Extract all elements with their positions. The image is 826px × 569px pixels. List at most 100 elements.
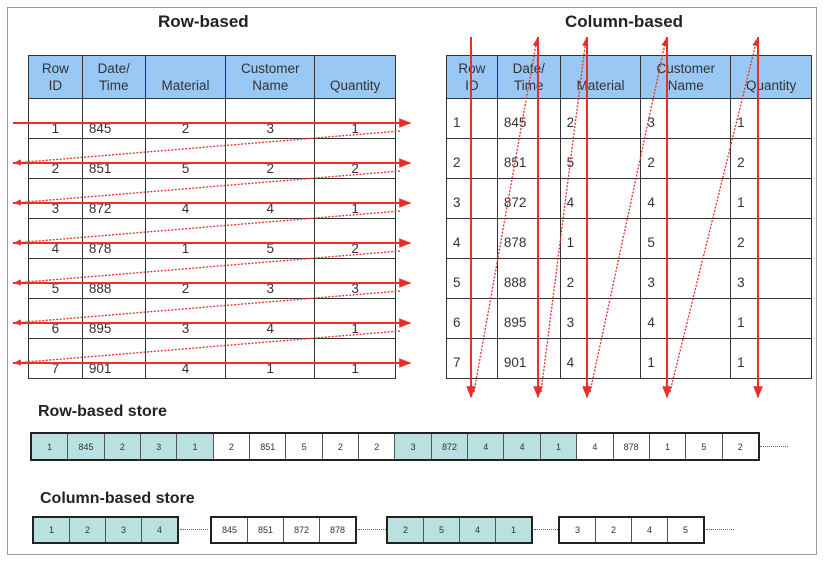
table-cell: 851: [81, 138, 146, 179]
row-store-cell: 4: [504, 434, 541, 459]
table-cell: 7: [28, 338, 83, 379]
column-header: Row ID: [28, 55, 83, 99]
table-cell: 6: [28, 298, 83, 339]
table-cell: 888: [81, 258, 146, 299]
column-store-cell: 2: [596, 518, 632, 542]
row-store-cell: 1: [32, 434, 69, 459]
table-cell: 3: [314, 258, 396, 299]
column-store-cell: 1: [34, 518, 70, 542]
table-cell: 2: [314, 218, 396, 259]
column-store-cell: 4: [632, 518, 668, 542]
table-cell: 901: [81, 338, 146, 379]
column-store-cell: 845: [212, 518, 248, 542]
column-store-cell: 5: [424, 518, 460, 542]
table-cell: 851: [496, 138, 561, 179]
table-cell: 5: [640, 218, 732, 259]
table-cell: 2: [314, 138, 396, 179]
table-cell: 878: [496, 218, 561, 259]
continuation-dots: [358, 529, 386, 530]
row-store-cell: 1: [540, 434, 578, 459]
table-cell: 5: [446, 258, 498, 299]
table-cell: 1: [314, 298, 396, 339]
table-cell: 1: [559, 218, 642, 259]
column-store-cell: 4: [460, 518, 496, 542]
table-cell: 2: [225, 138, 316, 179]
table-cell: 901: [496, 338, 561, 379]
diagram-frame: [7, 7, 817, 555]
table-cell: 3: [144, 298, 227, 339]
row-store-cell: 4: [577, 434, 614, 459]
table-cell: 2: [730, 218, 812, 259]
column-store-cell: 1: [496, 518, 531, 542]
table-cell: 2: [640, 138, 732, 179]
table-cell: 878: [81, 218, 146, 259]
column-header: Row ID: [446, 55, 498, 99]
column-store-title: Column-based store: [40, 490, 195, 507]
column-store-cell: 4: [142, 518, 177, 542]
table-cell: 3: [28, 178, 83, 219]
table-cell: 1: [730, 298, 812, 339]
table-cell: 872: [81, 178, 146, 219]
table-cell: 4: [446, 218, 498, 259]
table-cell: 845: [496, 98, 561, 139]
row-store-cell: 851: [250, 434, 287, 459]
table-cell: 6: [446, 298, 498, 339]
row-store-cell: 845: [68, 434, 105, 459]
table-cell: 4: [144, 178, 227, 219]
row-based-title: Row-based: [158, 12, 249, 31]
table-cell: 2: [559, 98, 642, 139]
table-cell: 895: [81, 298, 146, 339]
row-store-cell: 2: [104, 434, 142, 459]
row-store-cell: 5: [286, 434, 323, 459]
column-header: Material: [559, 55, 642, 99]
continuation-dots: [706, 529, 734, 530]
table-cell: 1: [314, 178, 396, 219]
table-cell: 4: [225, 298, 316, 339]
table-cell: 3: [559, 298, 642, 339]
column-store-cell: 872: [284, 518, 320, 542]
column-store-cell: 878: [320, 518, 355, 542]
table-cell: 3: [225, 258, 316, 299]
table-cell: 3: [640, 98, 732, 139]
column-header: Date/ Time: [81, 55, 146, 99]
table-cell: 4: [225, 178, 316, 219]
row-store-cell: 878: [613, 434, 650, 459]
column-store-cell: 3: [560, 518, 596, 542]
table-cell: 5: [144, 138, 227, 179]
row-store-cell: 2: [322, 434, 360, 459]
table-cell: 2: [28, 138, 83, 179]
table-cell: 1: [314, 338, 396, 379]
row-store-cell: 2: [359, 434, 396, 459]
table-cell: 4: [559, 178, 642, 219]
row-store-cell: 2: [722, 434, 758, 459]
row-store-cell: 1: [649, 434, 687, 459]
table-cell: 4: [559, 338, 642, 379]
column-header: Customer Name: [640, 55, 732, 99]
column-header: Customer Name: [225, 55, 316, 99]
column-store-cell: 5: [668, 518, 703, 542]
table-cell: 4: [640, 298, 732, 339]
column-header: Quantity: [730, 55, 812, 99]
table-cell: 2: [559, 258, 642, 299]
column-header: Material: [144, 55, 227, 99]
table-cell: 1: [144, 218, 227, 259]
column-store-cell: 3: [106, 518, 142, 542]
row-store-cell: 1: [177, 434, 214, 459]
table-cell: 1: [314, 98, 396, 139]
table-cell: 1: [730, 178, 812, 219]
